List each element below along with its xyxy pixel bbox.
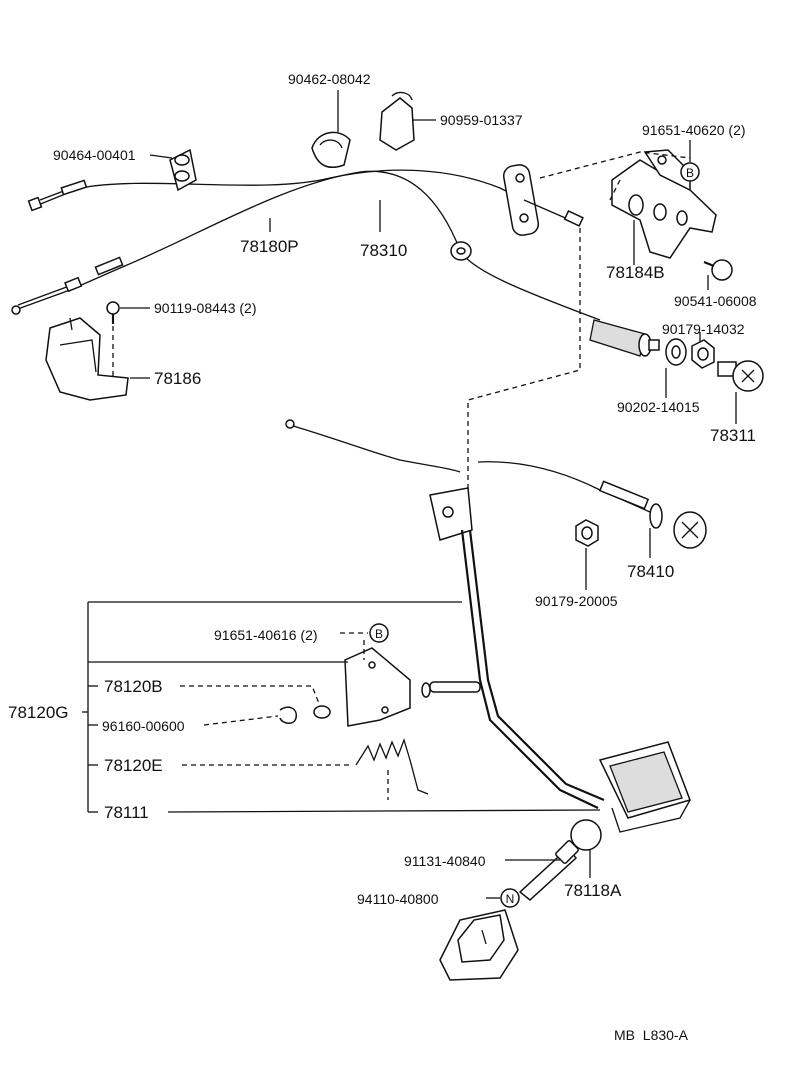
cable-78180p — [37, 169, 521, 206]
diagram-code: MB L830-A — [614, 1027, 689, 1043]
label-96160-00600: 96160-00600 — [102, 718, 185, 734]
cable-bracket — [502, 164, 540, 236]
label-91651-40616: 91651-40616 (2) — [214, 627, 318, 643]
spring-78120e — [355, 737, 429, 795]
marker-b-top: B — [680, 162, 700, 182]
label-78118a: 78118A — [564, 881, 622, 900]
svg-text:N: N — [506, 892, 515, 906]
cable-78310 — [14, 170, 601, 321]
marker-n: N — [500, 888, 520, 908]
label-78410: 78410 — [627, 562, 674, 581]
pedal-pad — [598, 741, 691, 833]
label-78184b: 78184B — [606, 263, 665, 282]
label-91131-40840: 91131-40840 — [404, 853, 486, 869]
stopper-78118a — [570, 819, 602, 851]
label-90119-08443: 90119-08443 (2) — [154, 300, 256, 316]
svg-text:B: B — [686, 166, 694, 180]
label-78186: 78186 — [154, 369, 201, 388]
label-78120b: 78120B — [104, 677, 163, 696]
bracket-78186 — [45, 317, 129, 401]
floor-stopper — [439, 909, 519, 981]
bushing — [313, 705, 331, 719]
label-90179-14032: 90179-14032 — [662, 321, 745, 337]
svg-text:B: B — [375, 627, 383, 641]
cable-78410-front — [289, 424, 461, 473]
cable-housing-78310 — [589, 319, 646, 357]
label-91651-40620: 91651-40620 (2) — [642, 122, 746, 138]
bracket-78120b — [344, 647, 411, 727]
marker-b-mid: B — [369, 623, 389, 643]
clip-96160 — [279, 706, 297, 724]
bolt-90119 — [106, 301, 120, 315]
label-78311: 78311 — [710, 426, 756, 445]
clip-90464-00401 — [169, 148, 197, 192]
clip-90959-01337 — [379, 91, 415, 151]
label-78120e: 78120E — [104, 756, 163, 775]
bolt-90541 — [711, 259, 733, 281]
label-78180p: 78180P — [240, 237, 299, 256]
label-78310: 78310 — [360, 241, 407, 260]
label-90179-20005: 90179-20005 — [535, 593, 618, 609]
pedal-arm-78111 — [429, 487, 605, 809]
label-90959-01337: 90959-01337 — [440, 112, 523, 128]
label-90202-14015: 90202-14015 — [617, 399, 700, 415]
label-90464-00401: 90464-00401 — [53, 147, 136, 163]
label-78120g: 78120G — [8, 703, 69, 722]
label-94110-40800: 94110-40800 — [357, 891, 439, 907]
label-90462-08042: 90462-08042 — [288, 71, 371, 87]
clip-90462-08042 — [311, 131, 351, 169]
label-78111: 78111 — [104, 803, 149, 822]
label-90541-06008: 90541-06008 — [674, 293, 757, 309]
